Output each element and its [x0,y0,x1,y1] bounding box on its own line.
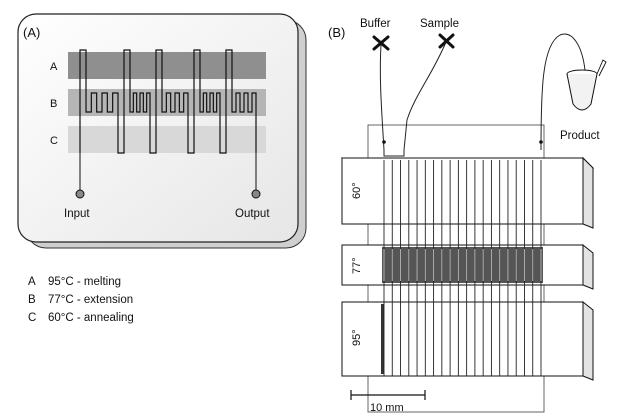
block-95-temp: 95° [351,329,363,346]
product-port [539,140,543,144]
row-label-a: A [50,61,58,73]
product-label: Product [560,130,600,142]
output-port [251,189,261,199]
legend-key: C [28,312,37,324]
buffer-label: Buffer [360,18,391,30]
inlet-connector [383,150,405,157]
buffer-tube [379,44,385,151]
sample-tube [403,41,447,151]
panel-a-label: (A) [23,25,40,40]
block-77: 77° [341,243,594,290]
legend-key: A [28,276,36,288]
melt-channel-marker [381,304,384,374]
sample-cross-icon [438,33,455,49]
temperature-legend: A 95°C - melting B 77°C - extension C 60… [28,273,134,327]
output-label: Output [235,208,270,220]
block-60-front [341,157,584,225]
buffer-cross-icon [372,35,390,51]
channel-lines [383,160,542,376]
extension-zone [382,247,543,283]
panel-a: (A) A B C Input Output [17,13,307,249]
scale-bar-label: 10 mm [370,402,404,414]
legend-text: 95°C - melting [48,276,121,288]
block-77-temp: 77° [351,257,363,274]
row-label-c: C [50,135,58,147]
serpentine-channel [79,49,257,154]
block-95-front [341,301,584,377]
block-60-temp: 60° [351,182,363,199]
scale-bar [350,390,426,400]
input-label: Input [64,208,90,220]
block-60-side [582,156,594,229]
legend-text: 77°C - extension [48,294,134,306]
legend-text: 60°C - annealing [48,312,134,324]
legend-row-b: B 77°C - extension [28,291,134,309]
block-95: 95° [341,300,594,381]
band-c [68,126,266,153]
row-label-b: B [50,98,57,110]
legend-row-a: A 95°C - melting [28,273,134,291]
buffer-port [382,140,386,144]
block-77-side [582,243,594,290]
sample-label: Sample [420,18,459,30]
product-tube-icon [566,59,607,111]
block-95-side [582,300,594,381]
panel-b-label: (B) [328,25,345,40]
legend-key: B [28,294,36,306]
panel-b: (B) Buffer Sample Product [328,18,607,414]
block-60: 60° [340,156,595,229]
input-port [75,189,85,199]
product-tube [540,33,586,151]
legend-row-c: C 60°C - annealing [28,309,134,327]
band-a [68,52,266,79]
